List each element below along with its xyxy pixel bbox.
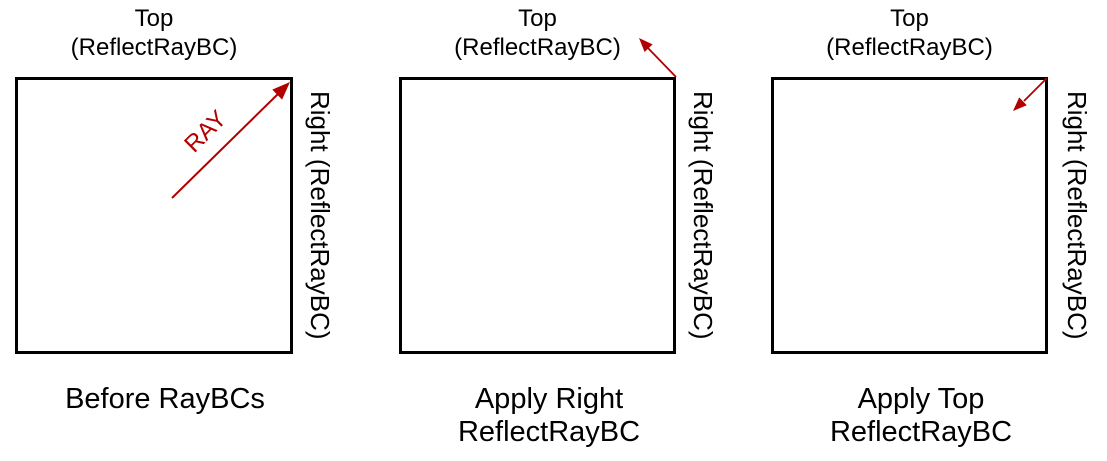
domain-box xyxy=(399,77,676,354)
top-boundary-label-line1: Top xyxy=(518,5,557,32)
panel-caption-line1: Apply Right xyxy=(474,383,624,415)
panel-caption: Before RayBCs xyxy=(15,383,315,416)
incident-ray-arrow xyxy=(171,82,290,199)
reflected-ray-line xyxy=(646,46,677,78)
top-boundary-label: Top (ReflectRayBC) xyxy=(399,4,676,62)
reflected-ray-arrow-top xyxy=(1013,77,1048,111)
top-boundary-label-line2: (ReflectRayBC) xyxy=(454,34,621,61)
panel-caption: Apply Right ReflectRayBC xyxy=(399,383,699,449)
reflected-ray-arrow-right xyxy=(639,38,677,78)
top-boundary-label-line2: (ReflectRayBC) xyxy=(826,34,993,61)
top-boundary-label: Top (ReflectRayBC) xyxy=(771,4,1048,62)
top-boundary-label-line2: (ReflectRayBC) xyxy=(70,34,238,61)
reflected-ray-arrowhead-icon xyxy=(1013,97,1027,111)
right-boundary-label: Right (ReflectRayBC) xyxy=(305,91,335,340)
top-boundary-label: Top (ReflectRayBC) xyxy=(15,4,293,62)
panel-caption-line1: Apply Top xyxy=(857,383,985,415)
domain-box xyxy=(771,77,1048,354)
reflected-ray-arrowhead-icon xyxy=(639,38,653,52)
domain-box xyxy=(15,77,293,354)
panel-caption: Apply Top ReflectRayBC xyxy=(771,383,1071,449)
reflected-ray-line xyxy=(1023,77,1048,102)
top-boundary-label-line1: Top xyxy=(134,5,174,32)
incident-ray-arrowhead-icon xyxy=(272,82,290,100)
panel-caption-line2: ReflectRayBC xyxy=(829,416,1013,448)
panel-caption-line1: Before RayBCs xyxy=(65,383,265,415)
top-boundary-label-line1: Top xyxy=(890,5,929,32)
panel-caption-line2: ReflectRayBC xyxy=(457,416,641,448)
incident-ray-line xyxy=(171,91,281,199)
right-boundary-label: Right (ReflectRayBC) xyxy=(688,91,718,340)
right-boundary-label: Right (ReflectRayBC) xyxy=(1062,91,1092,340)
